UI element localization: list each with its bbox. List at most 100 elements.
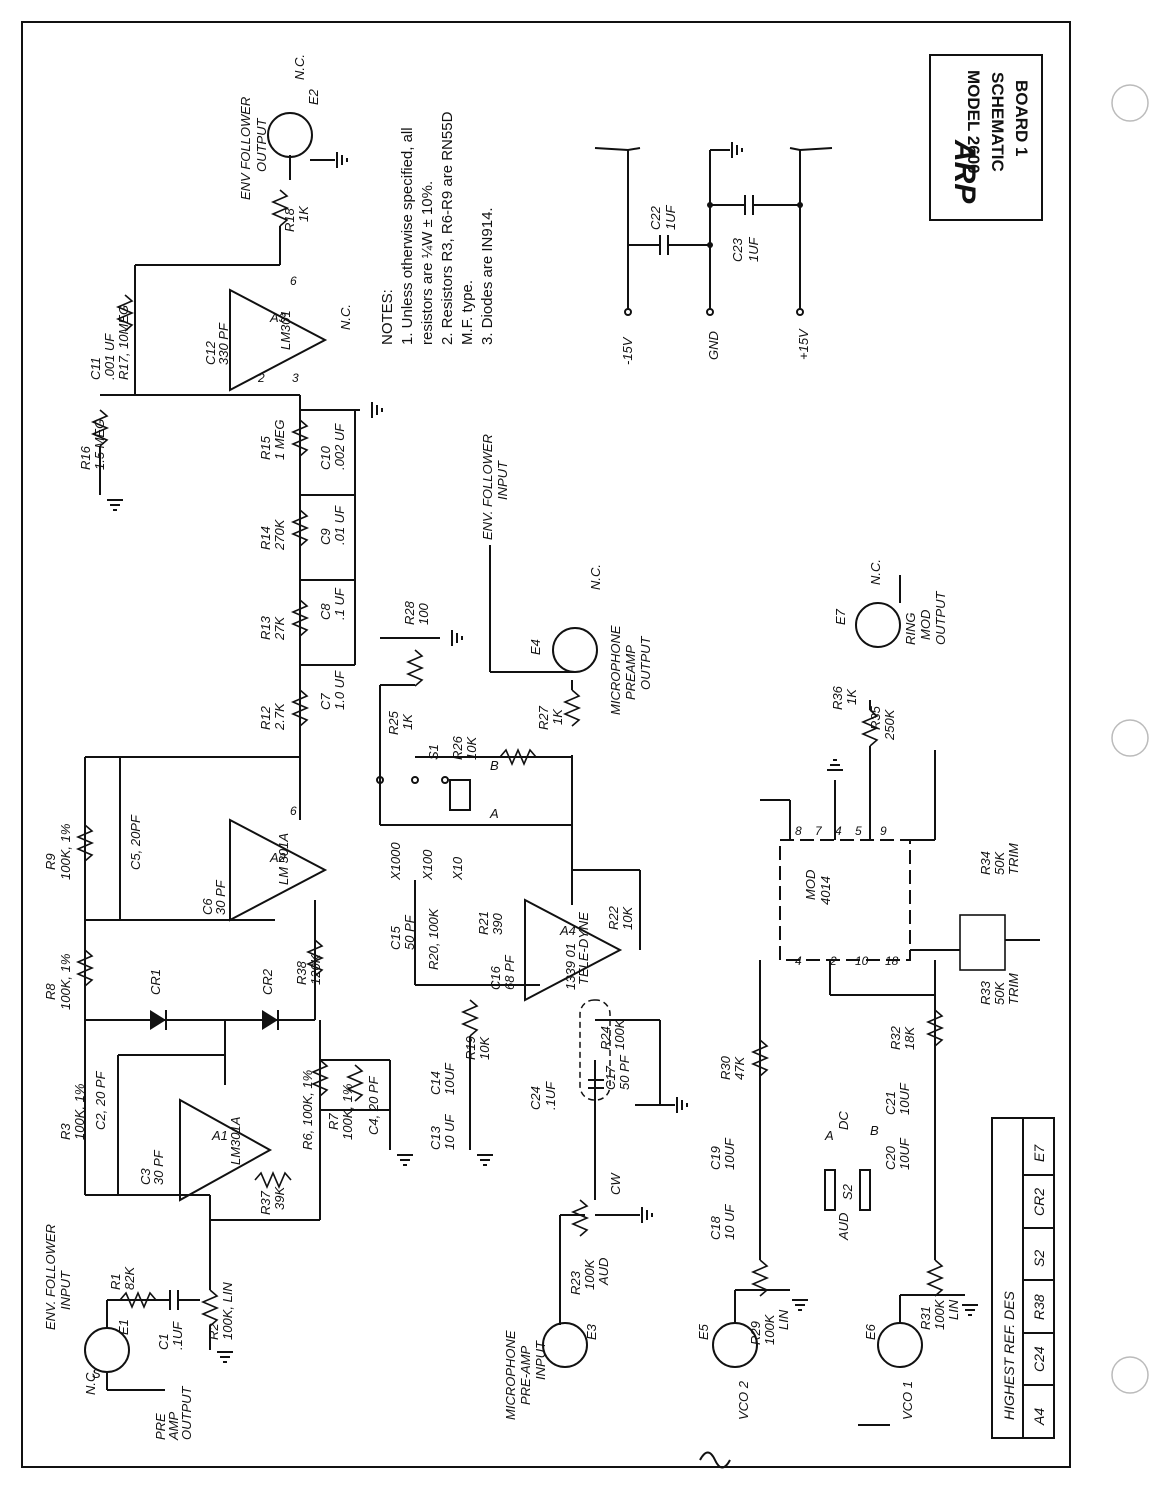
label-r12: R12 <box>258 705 273 730</box>
label-c10-value: .002 UF <box>332 423 347 470</box>
label-a1: A1 <box>211 1128 228 1143</box>
label-e2: E2 <box>306 88 321 105</box>
label-c12: C12 <box>203 340 218 365</box>
label-c4: C4, 20 PF <box>366 1075 381 1135</box>
title-block: ARP MODEL 2600 SCHEMATIC BOARD 1 <box>929 54 1043 221</box>
env-follower-output-stage: ENV FOLLOWER OUTPUT E2 N.C. R18 1K C11 .… <box>78 54 353 511</box>
label-c7-value: 1.0 UF <box>332 670 347 710</box>
label-ring-1: RING <box>903 613 918 646</box>
label-r13: R13 <box>258 615 273 640</box>
label-r6: R6, 100K, 1% <box>300 1070 315 1150</box>
label-c8-value: .1 UF <box>332 587 347 620</box>
pin-mod-2: 2 <box>829 954 837 968</box>
refdes-a4: A4 <box>1031 1408 1047 1426</box>
label-s1-b: B <box>490 758 499 773</box>
label-r32: R32 <box>888 1025 903 1050</box>
label-r33: R33 <box>978 980 993 1005</box>
label-r2-value: 100K, LIN <box>220 1282 235 1340</box>
label-ring-3: OUTPUT <box>933 591 948 646</box>
refdes-heading: HIGHEST REF. DES <box>1001 1290 1017 1420</box>
pin-mod-8: 8 <box>795 824 802 838</box>
label-r7: R7 <box>326 1113 341 1130</box>
label-envf-in-2: INPUT <box>495 460 510 500</box>
label-preamp-2: AMP <box>166 1412 181 1442</box>
label-e1-s: S <box>92 1366 101 1381</box>
label-r32-value: 18K <box>902 1026 917 1050</box>
notes-heading: NOTES: <box>379 289 396 345</box>
title-schematic: SCHEMATIC <box>988 72 1007 172</box>
label-r21: R21 <box>476 911 491 935</box>
label-x1000: X1000 <box>388 842 403 881</box>
page-border <box>21 21 1071 1468</box>
notes-block: NOTES: 1. Unless otherwise specified, al… <box>379 111 496 345</box>
label-c8: C8 <box>318 603 333 620</box>
label-c22-value: 1UF <box>663 204 678 230</box>
label-env-in-2: INPUT <box>58 1270 73 1310</box>
label-c23-value: 1UF <box>746 236 761 262</box>
label-r38-value: 120K <box>308 953 323 985</box>
label-m15v: -15V <box>620 336 635 365</box>
label-r27: R27 <box>536 705 551 730</box>
label-gnd: GND <box>706 331 721 360</box>
label-r21-value: 390 <box>490 913 505 935</box>
label-mic-in-3: INPUT <box>533 1340 548 1380</box>
microphone-preamp-stage: MICROPHONE PRE-AMP INPUT E3 R23 100K AUD… <box>388 755 688 1420</box>
label-c17: C17 <box>603 1065 618 1090</box>
label-r36-value: 1K <box>844 688 859 705</box>
label-c7: C7 <box>318 693 333 710</box>
power-section: -15V GND +15V C22 1UF C23 1UF <box>594 141 833 365</box>
label-cw: CW <box>608 1172 623 1195</box>
label-ring-2: MOD <box>918 610 933 640</box>
label-c5: C5, 20PF <box>128 814 143 870</box>
label-c1: C1 <box>156 1333 171 1350</box>
microphone-preamp-output: R27 1K E4 N.C. MICROPHONE PREAMP OUTPUT … <box>480 434 653 730</box>
label-r31: R31 <box>918 1306 933 1330</box>
label-e7-nc: N.C. <box>868 559 883 585</box>
label-c10: C10 <box>318 445 333 470</box>
label-r18-value: 1K <box>296 205 311 222</box>
trim-pots: R34 50K TRIM R33 50K TRIM <box>910 843 1040 1005</box>
binder-hole-middle <box>1111 719 1149 757</box>
label-r24-value: 100K <box>612 1018 627 1050</box>
label-r22-value: 10K <box>620 906 635 930</box>
label-a1-part: LM301A <box>228 1117 243 1165</box>
label-r34: R34 <box>978 851 993 875</box>
label-r34-trim: TRIM <box>1006 843 1021 875</box>
pin-mod-9: 9 <box>880 824 887 838</box>
label-c20-value: 10UF <box>897 1137 912 1170</box>
label-a3-nc: N.C. <box>338 304 353 330</box>
label-mod-number: 4014 <box>818 876 833 905</box>
label-mod: MOD <box>803 870 818 900</box>
label-c15-value: 50 PF <box>402 914 417 950</box>
label-cr2: CR2 <box>260 968 275 995</box>
binder-hole-bottom <box>1111 1356 1149 1394</box>
label-s2-a: A <box>824 1128 834 1143</box>
pin-mod-4b: 4 <box>795 954 802 968</box>
pin-mod-10: 10 <box>855 954 869 968</box>
label-s1-a: A <box>489 806 499 821</box>
label-c13-value: 10 UF <box>442 1114 457 1150</box>
note-line-5: 3. Diodes are IN914. <box>479 207 496 345</box>
label-r9: R9 <box>43 853 58 870</box>
pin-mod-18: 18 <box>885 954 899 968</box>
label-r18: R18 <box>282 207 297 232</box>
refdes-table: HIGHEST REF. DES A4 C24 R38 S2 CR2 E7 <box>991 1117 1055 1439</box>
label-c24: C24 <box>528 1086 543 1110</box>
label-s2-b: B <box>870 1123 879 1138</box>
label-r16-value: 1.5 MEG <box>92 419 107 470</box>
ring-mod-output: R36 1K R35 250K E7 N.C. RING MOD OUTPUT <box>830 559 948 780</box>
label-mic-out-1: MICROPHONE <box>608 625 623 715</box>
label-e1: E1 <box>116 1319 131 1335</box>
label-c3: C3 <box>138 1168 153 1185</box>
title-board: BOARD 1 <box>1012 80 1031 157</box>
label-a3-part: LM301 <box>278 310 293 350</box>
label-e6: E6 <box>863 1323 878 1340</box>
label-r33-value: 50K <box>992 981 1007 1005</box>
label-mic-in-2: PRE-AMP <box>518 1345 533 1405</box>
label-c16: C16 <box>488 965 503 990</box>
label-r9-value: 100K, 1% <box>58 824 73 880</box>
label-r23-value: 100K <box>582 1258 597 1290</box>
label-c2: C2, 20 PF <box>93 1070 108 1130</box>
label-vco1: VCO 1 <box>900 1381 915 1420</box>
label-e7: E7 <box>833 608 848 625</box>
